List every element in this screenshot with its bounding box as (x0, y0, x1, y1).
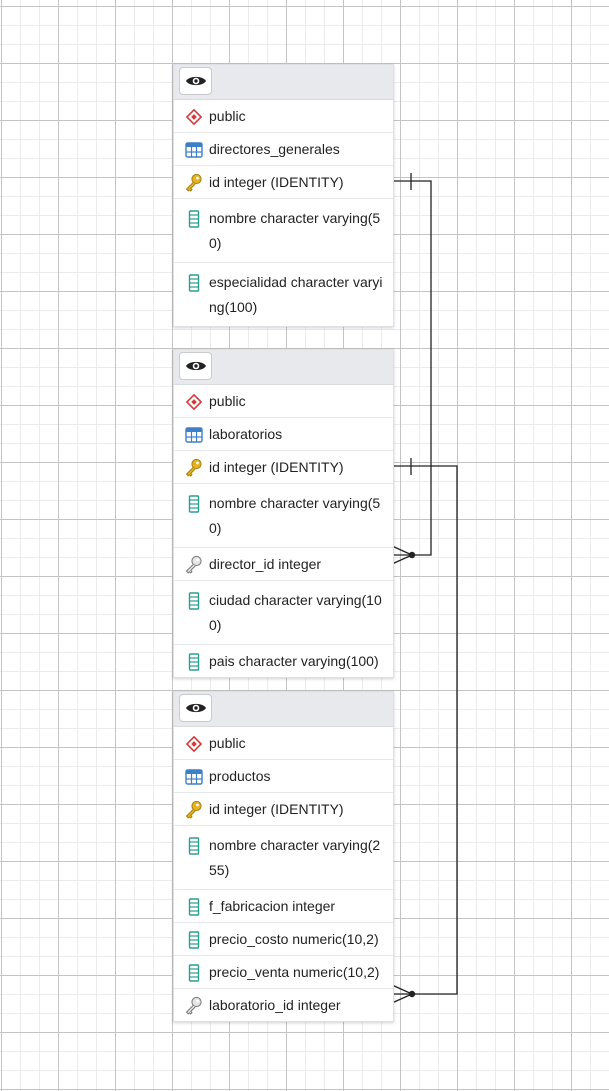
column-icon (188, 963, 199, 982)
table-name-row: productos (174, 760, 393, 793)
table-header (174, 350, 393, 385)
column-row[interactable]: id integer (IDENTITY) (174, 793, 393, 826)
column-icon (188, 930, 199, 949)
column-icon (188, 591, 199, 610)
column-label: nombre character varying(50) (209, 495, 381, 536)
foreign-key-icon (186, 996, 202, 1015)
crowfoot-top (391, 545, 413, 556)
table-node-productos[interactable]: public productos id integer (IDENTITY) n… (173, 691, 394, 1022)
column-row[interactable]: id integer (IDENTITY) (174, 451, 393, 484)
column-label: especialidad character varying(100) (209, 274, 383, 315)
table-icon (184, 141, 203, 158)
table-node-laboratorios[interactable]: public laboratorios id integer (IDENTITY… (173, 349, 394, 678)
toggle-details-button[interactable] (179, 694, 212, 722)
column-label: laboratorio_id integer (209, 997, 341, 1013)
column-row[interactable]: nombre character varying(50) (174, 484, 393, 548)
column-row[interactable]: nombre character varying(255) (174, 826, 393, 890)
many-dot (408, 551, 416, 559)
crowfoot-top (391, 984, 413, 995)
eye-icon (185, 361, 206, 371)
column-label: nombre character varying(255) (209, 837, 381, 878)
schema-icon (185, 108, 202, 125)
table-icon (184, 426, 203, 443)
column-label: id integer (IDENTITY) (209, 459, 344, 475)
schema-name: public (209, 108, 246, 124)
table-name: laboratorios (209, 426, 283, 442)
column-icon (188, 836, 199, 855)
column-row[interactable]: especialidad character varying(100) (174, 263, 393, 326)
column-label: id integer (IDENTITY) (209, 174, 344, 190)
table-header (174, 692, 393, 727)
relationship-laboratorios-productos[interactable] (391, 458, 458, 1004)
relationship-line (392, 465, 458, 995)
column-icon (188, 494, 199, 513)
crowfoot-bottom (391, 993, 413, 1004)
column-row[interactable]: precio_costo numeric(10,2) (174, 923, 393, 956)
column-row[interactable]: director_id integer (174, 548, 393, 581)
primary-key-icon (186, 173, 202, 192)
column-label: director_id integer (209, 556, 322, 572)
schema-name: public (209, 393, 246, 409)
schema-icon (185, 735, 202, 752)
column-row[interactable]: ciudad character varying(100) (174, 581, 393, 645)
column-label: f_fabricacion integer (209, 898, 336, 914)
column-row[interactable]: precio_venta numeric(10,2) (174, 956, 393, 989)
crowfoot-bottom (391, 554, 413, 565)
column-label: nombre character varying(50) (209, 210, 381, 251)
schema-name: public (209, 735, 246, 751)
table-name: directores_generales (209, 141, 340, 157)
column-label: pais character varying(100) (209, 653, 379, 669)
table-name: productos (209, 768, 271, 784)
column-icon (188, 273, 199, 292)
column-row[interactable]: laboratorio_id integer (174, 989, 393, 1021)
relationship-line (392, 180, 432, 556)
eye-icon (185, 703, 206, 713)
column-icon (188, 897, 199, 916)
schema-row: public (174, 100, 393, 133)
column-label: precio_venta numeric(10,2) (209, 964, 380, 980)
schema-icon (185, 393, 202, 410)
table-name-row: laboratorios (174, 418, 393, 451)
schema-row: public (174, 385, 393, 418)
table-icon (184, 768, 203, 785)
table-node-directores-generales[interactable]: public directores_generales id integer (… (173, 64, 394, 327)
primary-key-icon (186, 800, 202, 819)
toggle-details-button[interactable] (179, 352, 212, 380)
schema-row: public (174, 727, 393, 760)
column-row[interactable]: id integer (IDENTITY) (174, 166, 393, 199)
column-row[interactable]: pais character varying(100) (174, 645, 393, 677)
table-header (174, 65, 393, 100)
foreign-key-icon (186, 555, 202, 574)
column-row[interactable]: nombre character varying(50) (174, 199, 393, 263)
table-name-row: directores_generales (174, 133, 393, 166)
relationship-directores-laboratorios[interactable] (391, 173, 432, 565)
column-label: id integer (IDENTITY) (209, 801, 344, 817)
column-row[interactable]: f_fabricacion integer (174, 890, 393, 923)
column-label: ciudad character varying(100) (209, 592, 382, 633)
column-icon (188, 652, 199, 671)
column-label: precio_costo numeric(10,2) (209, 931, 379, 947)
column-icon (188, 209, 199, 228)
many-dot (408, 990, 416, 998)
primary-key-icon (186, 458, 202, 477)
toggle-details-button[interactable] (179, 67, 212, 95)
eye-icon (185, 76, 206, 86)
